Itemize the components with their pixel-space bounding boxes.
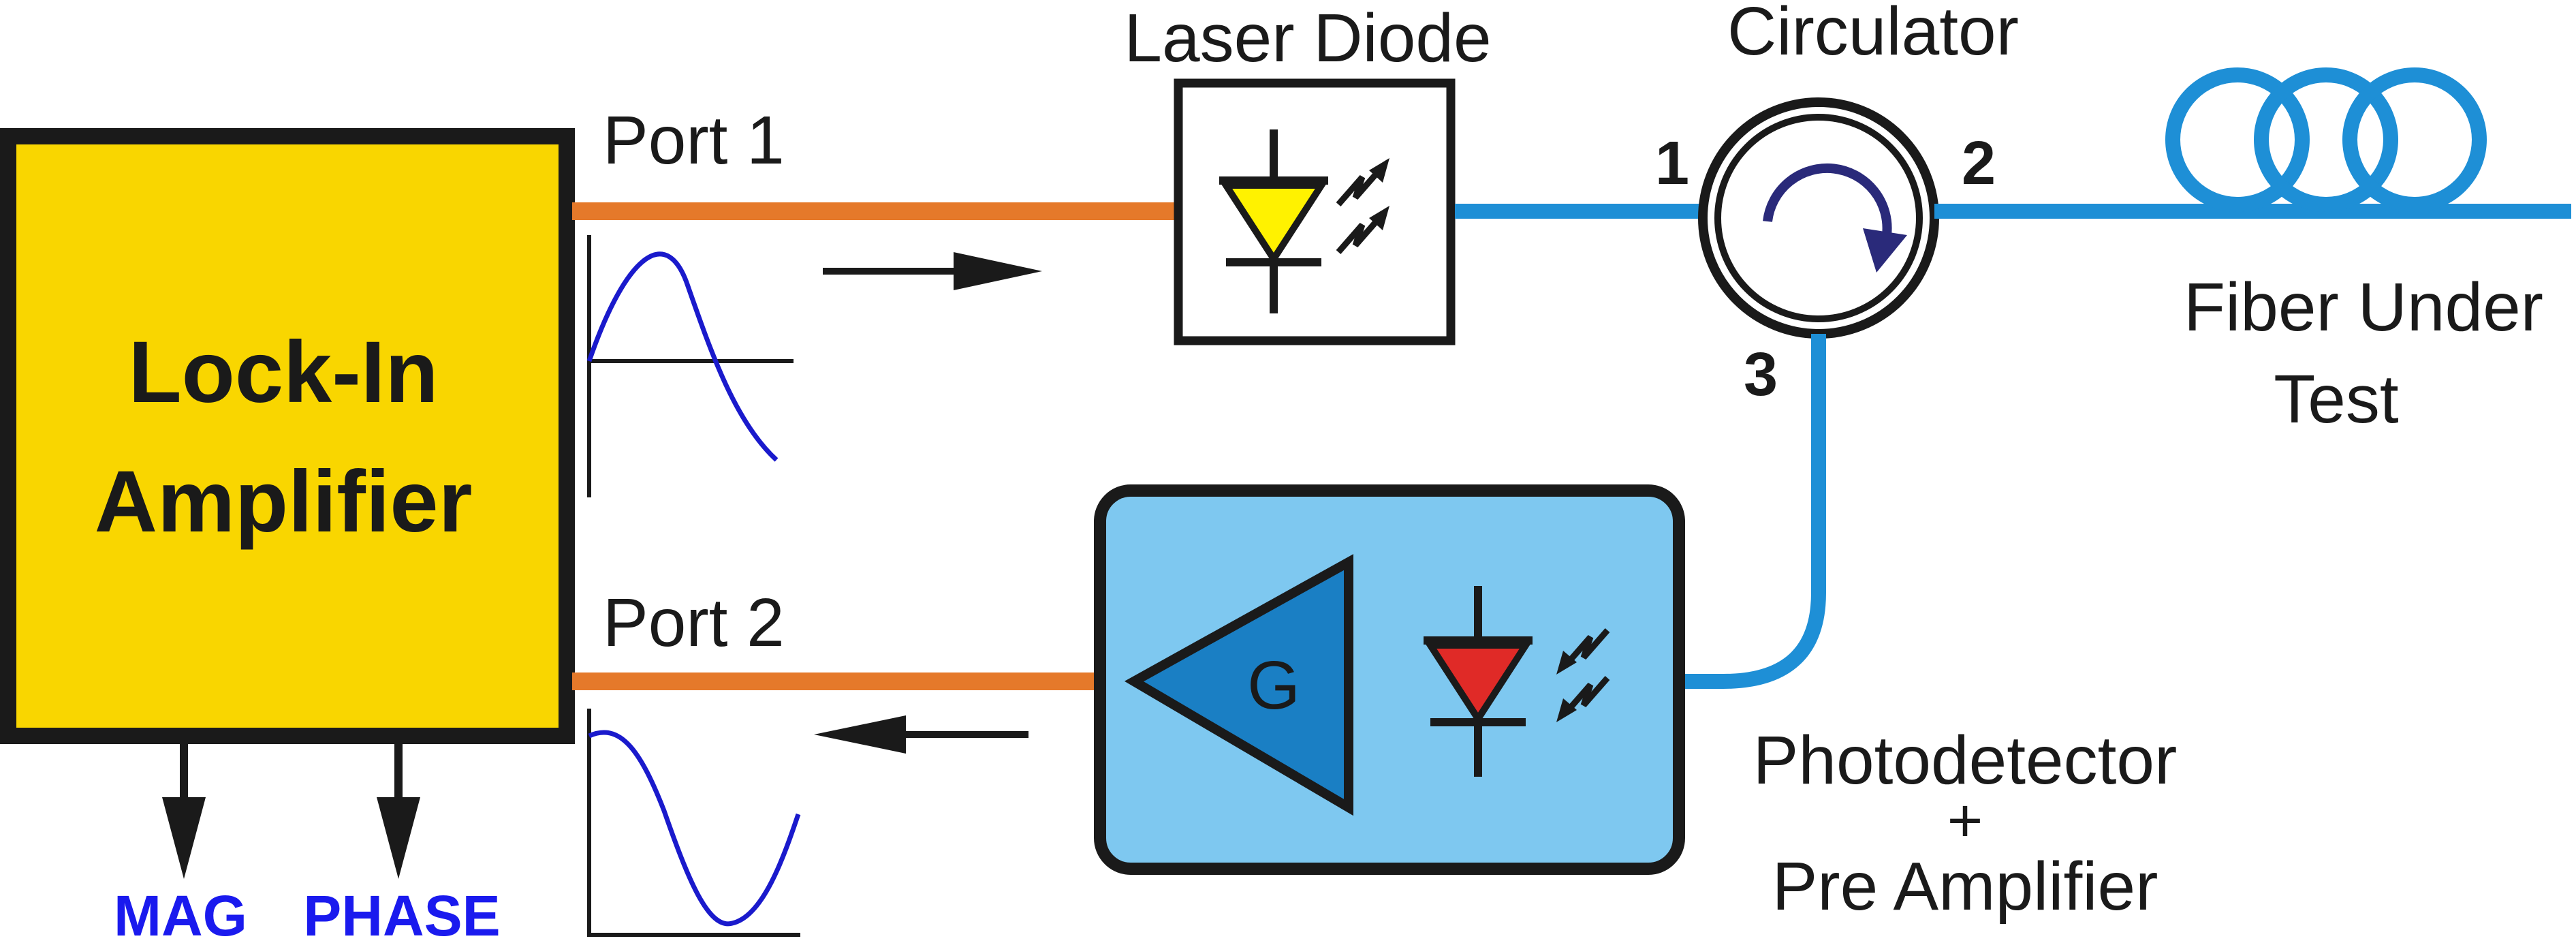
port1-arrow-head xyxy=(954,252,1042,290)
photodetector-label-line1: Photodetector xyxy=(1753,722,2178,799)
circulator-port-1: 1 xyxy=(1655,129,1689,198)
port2-cosine-curve xyxy=(588,730,801,927)
lockin-amplifier: Lock-In Amplifier xyxy=(0,128,575,744)
circulator-port-3: 3 xyxy=(1744,341,1778,409)
port2-connection: Port 2 xyxy=(572,585,1100,754)
mag-arrow-head xyxy=(162,797,206,879)
lockin-title-line2: Amplifier xyxy=(95,453,473,551)
photodetector-label-line3: Pre Amplifier xyxy=(1772,848,2158,925)
circulator: Circulator 1 2 3 xyxy=(1655,0,2019,409)
lockin-title-line1: Lock-In xyxy=(128,324,438,421)
circulator-label: Circulator xyxy=(1727,0,2019,69)
phase-arrow-head xyxy=(377,797,420,879)
port1-waveform xyxy=(586,235,794,497)
laser-diode: Laser Diode xyxy=(1124,0,1492,345)
port2-waveform xyxy=(587,709,801,937)
port2-label: Port 2 xyxy=(603,585,785,661)
mag-label: MAG xyxy=(114,884,247,943)
laser-diode-icon xyxy=(1219,129,1389,313)
output-mag: MAG xyxy=(114,736,247,943)
circulator-port-2: 2 xyxy=(1962,129,1996,198)
port1-sine-curve xyxy=(586,251,779,462)
amplifier-triangle-icon xyxy=(1124,554,1353,816)
output-phase: PHASE xyxy=(303,736,501,943)
photodetector-label-line2: + xyxy=(1947,787,1983,855)
port2-arrow-head xyxy=(814,715,906,754)
fiber-label-line2: Test xyxy=(2274,361,2399,437)
photodetector-box xyxy=(1094,484,1685,875)
photodiode-icon xyxy=(1424,586,1610,777)
laser-diode-box xyxy=(1174,78,1456,345)
lockin-box xyxy=(0,128,575,744)
phase-label: PHASE xyxy=(303,884,500,943)
circulator-icon xyxy=(1698,97,1939,339)
port1-label: Port 1 xyxy=(603,102,785,179)
fiber-coil-icon xyxy=(2165,67,2487,212)
photodetector-module: G xyxy=(1094,484,1685,875)
amplifier-gain-label: G xyxy=(1247,647,1300,724)
fiber-label-line1: Fiber Under xyxy=(2184,269,2543,345)
laser-diode-label: Laser Diode xyxy=(1124,0,1491,76)
fiber-circulator-to-photodetector xyxy=(1682,334,1826,689)
port1-connection: Port 1 xyxy=(572,102,1175,290)
